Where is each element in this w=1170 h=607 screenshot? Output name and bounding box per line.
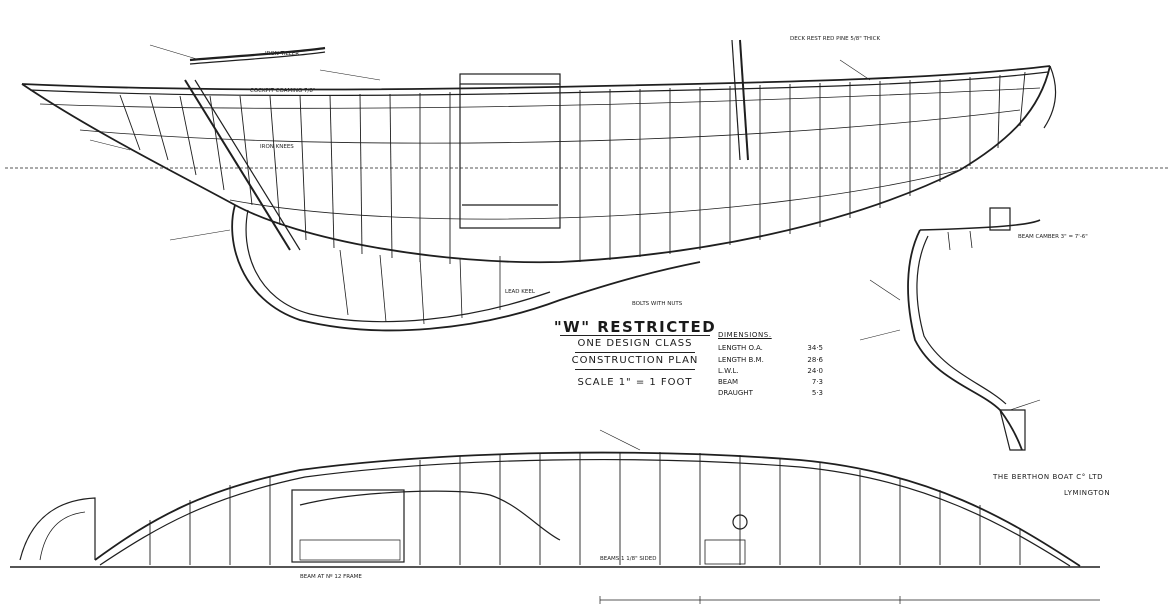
note-knees: IRON KNEES [260,144,294,150]
dimensions-heading: DIMENSIONS. [718,331,772,339]
note-tiller: IRON TILLER [265,51,299,57]
plan-subtitle: CONSTRUCTION PLAN [571,355,699,366]
plan-underline [575,369,695,370]
class-subtitle: ONE DESIGN CLASS [577,338,693,349]
dimension-row: L.W.L. 24·0 [718,366,823,377]
dimension-row: BEAM 7·3 [718,377,823,388]
note-deck: DECK REST RED PINE 5/8" THICK [790,36,880,42]
note-frame: BEAM AT Nº 12 FRAME [300,573,362,580]
dimension-value: 34·5 [807,344,823,353]
note-keel: LEAD KEEL [505,289,536,295]
hull-profile [5,39,1170,332]
dimension-label: LENGTH O.A. [718,344,763,353]
dimension-label: LENGTH B.M. [718,355,764,364]
builder-place: LYMINGTON [1064,489,1111,497]
dimension-row: DRAUGHT 5·3 [718,388,823,399]
dimension-value: 7·3 [811,378,823,387]
dimension-row: LENGTH O.A. 34·5 [718,343,823,354]
dimension-label: BEAM [718,378,739,387]
dimension-value: 28·6 [807,355,823,364]
dimensions-table: DIMENSIONS. LENGTH O.A. 34·5 LENGTH B.M.… [718,330,823,400]
builder-name: THE BERTHON BOAT C° LTD [993,473,1104,481]
note-beam-camber: BEAM CAMBER 3" = 7'-6" [1018,234,1088,240]
title-underline [560,335,710,336]
note-cockpit: COCKPIT COAMING 7/8" [250,88,315,94]
dimension-value: 5·3 [811,389,823,398]
midship-section [907,207,1041,451]
drawing-title: "W" RESTRICTED [553,318,717,336]
note-keel-bolts: BOLTS WITH NUTS [632,301,683,307]
note-deck-beams: BEAMS 1 1/8" SIDED [600,556,656,562]
subtitle-underline [575,352,695,353]
dimension-row: LENGTH B.M. 28·6 [718,355,823,366]
deck-plan [10,451,1100,604]
dimension-label: L.W.L. [718,366,739,375]
dimension-value: 24·0 [807,366,823,375]
scale-label: SCALE 1" = 1 FOOT [577,377,693,388]
annotations: COCKPIT COAMING 7/8" IRON TILLER DECK RE… [250,36,1088,580]
dimension-label: DRAUGHT [718,389,753,398]
